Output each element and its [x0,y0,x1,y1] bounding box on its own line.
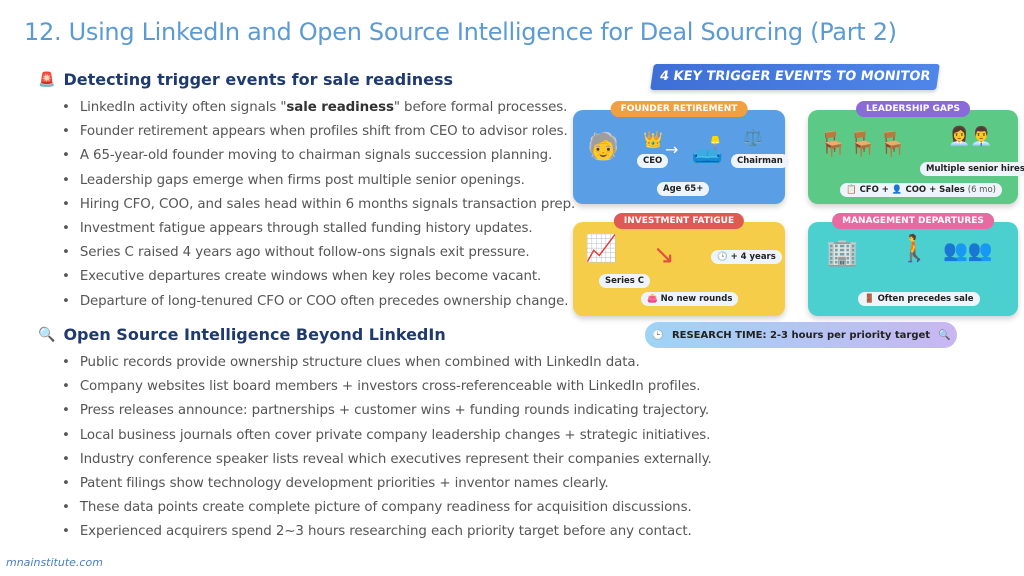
list-item: Company websites list board members + in… [62,375,712,399]
armchair-icon: 🛋️ [691,136,724,166]
list-item: Press releases announce: partnerships + … [62,399,712,423]
rounds-label: 👛 No new rounds [641,292,739,306]
list-item: Local business journals often cover priv… [62,424,712,448]
card-investment-fatigue: INVESTMENT FATIGUE 📈 ↘ Series C 🕒 + 4 ye… [573,213,785,316]
list-item: Leadership gaps emerge when firms post m… [62,169,575,193]
hires-label: Multiple senior hires [920,162,1024,176]
wallet-icon: 👛 [647,294,658,304]
list-item: Experienced acquirers spend 2~3 hours re… [62,520,712,544]
founder-icon: 🧓 [587,132,620,162]
list-item: Investment fatigue appears through stall… [62,217,575,241]
roles-label: 📋 CFO + 👤 COO + Sales (6 mo) [840,183,1002,197]
years-label: 🕒 + 4 years [711,250,782,264]
osint-list: Public records provide ownership structu… [62,351,712,545]
down-arrow-icon: ↘ [653,240,675,270]
age-label: Age 65+ [657,182,710,196]
list-item: Hiring CFO, COO, and sales head within 6… [62,193,575,217]
magnifier-icon: 🔍 [938,329,951,341]
clock-icon: 🕒 [717,252,728,262]
exit-door-icon: 🚪 [864,294,875,304]
heading-text: Detecting trigger events for sale readin… [63,70,454,89]
section-heading-trigger-events: 🚨 Detecting trigger events for sale readi… [38,70,453,89]
team-icon: 👥👥 [943,238,993,262]
person-icon: 👤 [891,185,903,195]
heading-text: Open Source Intelligence Beyond LinkedIn [63,325,446,344]
list-item: LinkedIn activity often signals "sale re… [62,96,575,120]
office-building-icon: 🏢 [826,238,859,268]
alarm-siren-icon: 🚨 [38,71,56,88]
departing-executive-icon: 🚶 [898,234,931,264]
section-heading-osint: 🔍 Open Source Intelligence Beyond LinkedI… [38,325,446,344]
clipboard-icon: 📋 [846,185,857,195]
research-time-bar: 🕒RESEARCH TIME: 2-3 hours per priority t… [645,322,957,348]
chairman-label: Chairman [731,154,789,168]
list-item: Executive departures create windows when… [62,265,575,289]
card-tag: MANAGEMENT DEPARTURES [832,213,994,229]
list-item: Series C raised 4 years ago without foll… [62,241,575,265]
arrow-right-icon: → [665,140,679,159]
gavel-icon: ⚖️ [743,128,763,147]
trigger-events-list: LinkedIn activity often signals "sale re… [62,96,575,314]
magnifier-icon: 🔍 [38,326,56,343]
ceo-label: CEO [637,154,669,168]
empty-chairs-icon: 🪑🪑🪑 [818,130,908,158]
card-founder-retirement: FOUNDER RETIREMENT 🧓 👑 CEO → 🛋️ ⚖️ Chair… [573,101,789,204]
list-item: Public records provide ownership structu… [62,351,712,375]
executives-icon: 👩‍💼👨‍💼 [948,126,993,147]
list-item: Founder retirement appears when profiles… [62,120,575,144]
list-item: These data points create complete pictur… [62,496,712,520]
card-tag: FOUNDER RETIREMENT [610,101,748,117]
list-item: A 65-year-old founder moving to chairman… [62,144,575,168]
list-item: Patent filings show technology developme… [62,472,712,496]
card-tag: LEADERSHIP GAPS [856,101,970,117]
series-label: Series C [599,274,651,288]
card-management-departures: MANAGEMENT DEPARTURES 🏢 🚶 👥👥 🚪 Often pre… [808,213,1018,316]
list-item: Industry conference speaker lists reveal… [62,448,712,472]
card-tag: INVESTMENT FATIGUE [613,213,745,229]
crown-icon: 👑 [643,130,663,149]
clock-icon: 🕒 [651,329,664,341]
note-label: 🚪 Often precedes sale [858,292,980,306]
growth-chart-icon: 📈 [585,234,618,264]
slide-title: 12. Using LinkedIn and Open Source Intel… [24,18,897,46]
card-leadership-gaps: LEADERSHIP GAPS 🪑🪑🪑 👩‍💼👨‍💼 Multiple seni… [808,101,1024,204]
list-item: Departure of long-tenured CFO or COO oft… [62,290,575,314]
footer-website: mnainstitute.com [6,556,103,569]
infographic-banner: 4 KEY TRIGGER EVENTS TO MONITOR [650,64,940,90]
